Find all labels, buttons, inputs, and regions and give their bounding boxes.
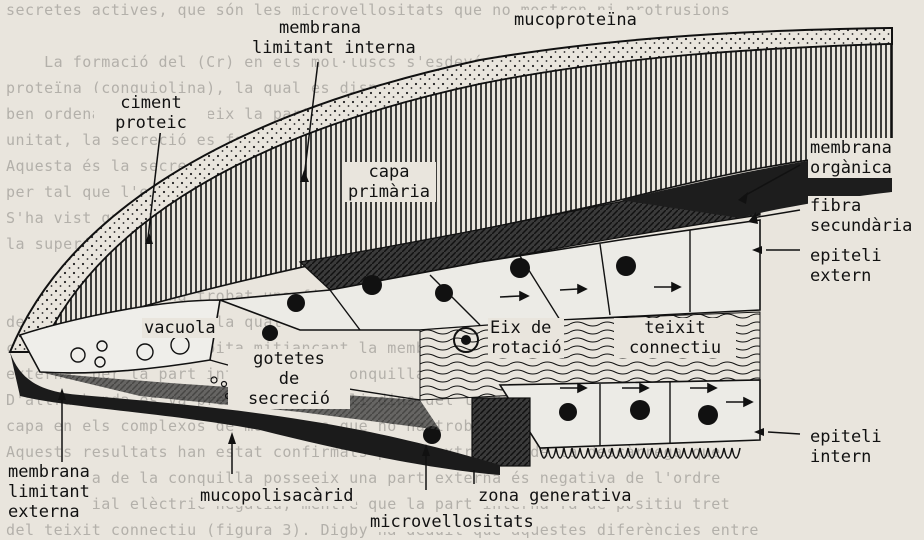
label-line: ciment xyxy=(96,93,206,113)
label-microvellositats: microvellositats xyxy=(368,512,536,532)
label-line: intern xyxy=(810,447,882,467)
label-capa-primaria: capa primària xyxy=(342,162,436,202)
label-line: extern xyxy=(810,266,882,286)
label-line: primària xyxy=(344,182,434,202)
microvilli-fringe xyxy=(540,448,740,458)
label-ciment-proteic: ciment proteic xyxy=(94,93,208,133)
label-line: gotetes xyxy=(230,349,348,369)
label-epiteli-extern: epiteli extern xyxy=(808,246,884,286)
label-mucopolisacarid: mucopolisacàrid xyxy=(198,486,356,506)
label-line: fibra xyxy=(810,196,912,216)
label-line: de xyxy=(230,369,348,389)
label-line: teixit xyxy=(616,318,734,338)
label-membrana-limitant-interna: membrana limitant interna xyxy=(250,18,390,58)
label-line: proteic xyxy=(96,113,206,133)
label-line: membrana xyxy=(810,138,892,158)
label-line: epiteli xyxy=(810,427,882,447)
label-membrana-organica: membrana orgànica xyxy=(808,138,894,178)
label-mucoproteina: mucoproteïna xyxy=(512,10,639,30)
label-line: membrana xyxy=(252,18,388,38)
label-line: orgànica xyxy=(810,158,892,178)
label-line: capa xyxy=(344,162,434,182)
label-line: secundària xyxy=(810,216,912,236)
label-eix-de-rotacio: Eix de rotació xyxy=(488,318,564,358)
label-line: membrana xyxy=(8,462,90,482)
label-zona-generativa: zona generativa xyxy=(476,486,634,506)
label-line: secreció xyxy=(230,389,348,409)
label-vacuola: vacuola xyxy=(142,318,218,338)
label-line: Eix de xyxy=(490,318,562,338)
label-teixit-connectiu: teixit connectiu xyxy=(614,318,736,358)
label-fibra-secundaria: fibra secundària xyxy=(808,196,914,236)
inner-epithelium xyxy=(500,380,760,448)
label-line: epiteli xyxy=(810,246,882,266)
label-line: limitant interna xyxy=(252,38,388,58)
label-epiteli-intern: epiteli intern xyxy=(808,427,884,467)
label-gotetes-de-secrecio: gotetes de secreció xyxy=(228,349,350,409)
label-line: connectiu xyxy=(616,338,734,358)
label-membrana-limitant-externa: membrana limitant externa xyxy=(6,462,92,522)
label-line: externa xyxy=(8,502,90,522)
label-line: rotació xyxy=(490,338,562,358)
label-line: limitant xyxy=(8,482,90,502)
